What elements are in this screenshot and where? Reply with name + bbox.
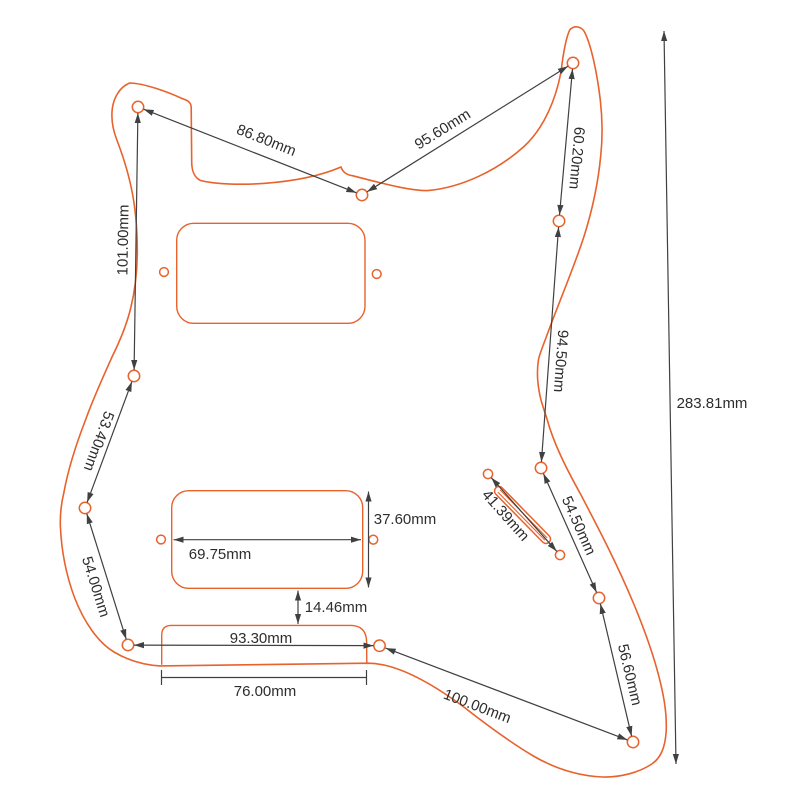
dim-label-60-20: 60.20mm bbox=[565, 126, 587, 190]
dim-label-54-00: 54.00mm bbox=[78, 554, 113, 619]
dim-label-56-60: 56.60mm bbox=[614, 642, 645, 707]
dim-label-94-50: 94.50mm bbox=[550, 329, 571, 393]
dim-label-93-30: 93.30mm bbox=[230, 630, 293, 647]
dim-label-54-50: 54.50mm bbox=[558, 494, 599, 558]
dim-line-94-50 bbox=[539, 226, 561, 463]
dim-label-69-75: 69.75mm bbox=[189, 546, 252, 563]
dim-line-93-30 bbox=[133, 642, 374, 649]
dim-label-14-46: 14.46mm bbox=[305, 599, 368, 616]
screw-holes bbox=[78, 56, 640, 749]
dim-label-101-00: 101.00mm bbox=[114, 204, 132, 275]
dim-line-54-00 bbox=[86, 513, 127, 640]
screw-hole bbox=[127, 369, 141, 383]
dim-label-86-80: 86.80mm bbox=[234, 121, 298, 160]
dim-line-100-00 bbox=[385, 647, 628, 741]
slot-end-hole bbox=[482, 468, 494, 480]
dim-label-95-60: 95.60mm bbox=[412, 106, 474, 154]
dim-line-53-40 bbox=[86, 381, 133, 503]
screw-hole bbox=[592, 591, 606, 605]
screw-hole bbox=[121, 638, 135, 652]
dim-line-60-20 bbox=[557, 68, 575, 216]
screw-hole bbox=[78, 501, 92, 515]
screw-hole bbox=[534, 461, 548, 475]
screw-hole bbox=[552, 214, 566, 228]
screw-hole bbox=[131, 100, 145, 114]
dim-line-86-80 bbox=[143, 108, 357, 194]
dim-line-283-81 bbox=[661, 30, 679, 765]
dim-label-37-60: 37.60mm bbox=[374, 511, 437, 528]
pickup-screw-hole bbox=[158, 266, 170, 278]
neck-humbucker-cutout bbox=[175, 222, 366, 325]
dim-label-76-00: 76.00mm bbox=[234, 683, 297, 700]
slot-end-hole bbox=[554, 549, 566, 561]
bridge-step-line bbox=[161, 624, 368, 665]
dim-line-41-39 bbox=[490, 477, 558, 552]
dim-line-95-60 bbox=[366, 65, 569, 193]
dim-line-76-00 bbox=[160, 670, 368, 685]
screw-hole bbox=[566, 56, 580, 70]
pickup-screw-hole bbox=[368, 534, 379, 545]
dim-line-101-00 bbox=[131, 112, 141, 371]
screw-hole bbox=[626, 735, 640, 749]
pickup-screw-hole bbox=[371, 268, 382, 280]
dimension-lines bbox=[86, 30, 679, 765]
screw-hole bbox=[355, 188, 369, 202]
dimension-labels: 86.80mm 95.60mm 101.00mm 60.20mm 94.50mm… bbox=[78, 106, 747, 727]
pickup-screw-hole bbox=[155, 534, 167, 545]
screw-hole bbox=[373, 639, 386, 653]
dim-label-283-81: 283.81mm bbox=[677, 395, 748, 412]
bridge-humbucker-cutout bbox=[170, 490, 364, 590]
